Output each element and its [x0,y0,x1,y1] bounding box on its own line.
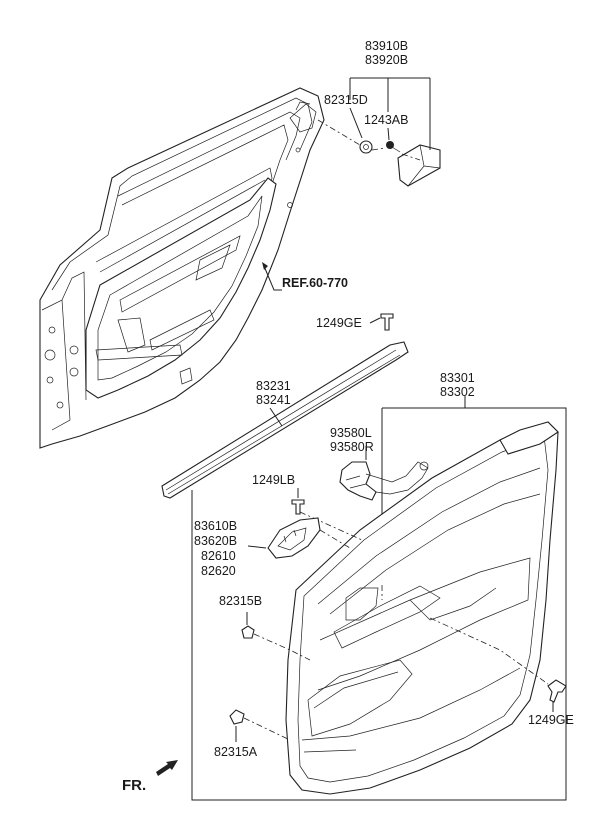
label-82315a: 82315A [214,745,258,759]
label-83302: 83302 [440,385,475,399]
deco-piece-83910b [397,144,441,187]
label-83301: 83301 [440,371,475,385]
label-1249lb: 1249LB [252,473,295,487]
label-1249ge-top: 1249GE [316,316,362,330]
bolt-1243ab-leader [387,127,390,141]
label-83610b: 83610B [194,519,237,533]
wiring-harness-93580l [339,461,429,501]
screw-1249ge-top-leader [369,317,381,324]
label-83920b: 83920B [365,53,408,67]
door-trim-panel [285,421,559,795]
screw-1249ge-bottom [547,679,567,703]
assembly-line-1249ge-bottom [429,617,549,685]
label-83241: 83241 [256,393,291,407]
weather-strip-leader [269,407,283,427]
bolt-1243ab [386,141,401,153]
label-83620b: 83620B [194,534,237,548]
clip-82315d [359,140,373,154]
clip-82315d-leader [349,107,363,139]
door-frame [39,87,325,449]
assembly-line-82315a [243,717,291,741]
weather-strip-83231 [161,341,409,499]
label-1249ge-bottom: 1249GE [528,713,574,727]
deco-leader [349,77,431,150]
front-label: FR. [122,777,146,794]
screw-1249lb [291,499,305,515]
screw-1249ge-top [380,313,394,331]
label-83910b: 83910B [365,39,408,53]
front-arrow-icon [156,760,178,776]
inside-handle-83610b [267,517,321,559]
handle-leader [247,545,267,549]
ref-label: REF.60-770 [282,276,348,290]
clip-82315a [229,709,245,725]
clip-82315b [241,625,255,639]
label-83231: 83231 [256,379,291,393]
ref-leader [262,262,282,291]
label-82620: 82620 [201,564,236,578]
label-82315b: 82315B [219,594,262,608]
label-93580r: 93580R [330,440,374,454]
assembly-line-deco [317,119,421,161]
label-1243ab: 1243AB [364,113,408,127]
label-93580l: 93580L [330,426,372,440]
assembly-line-handle [319,529,351,549]
label-82315d: 82315D [324,93,368,107]
label-82610: 82610 [201,549,236,563]
